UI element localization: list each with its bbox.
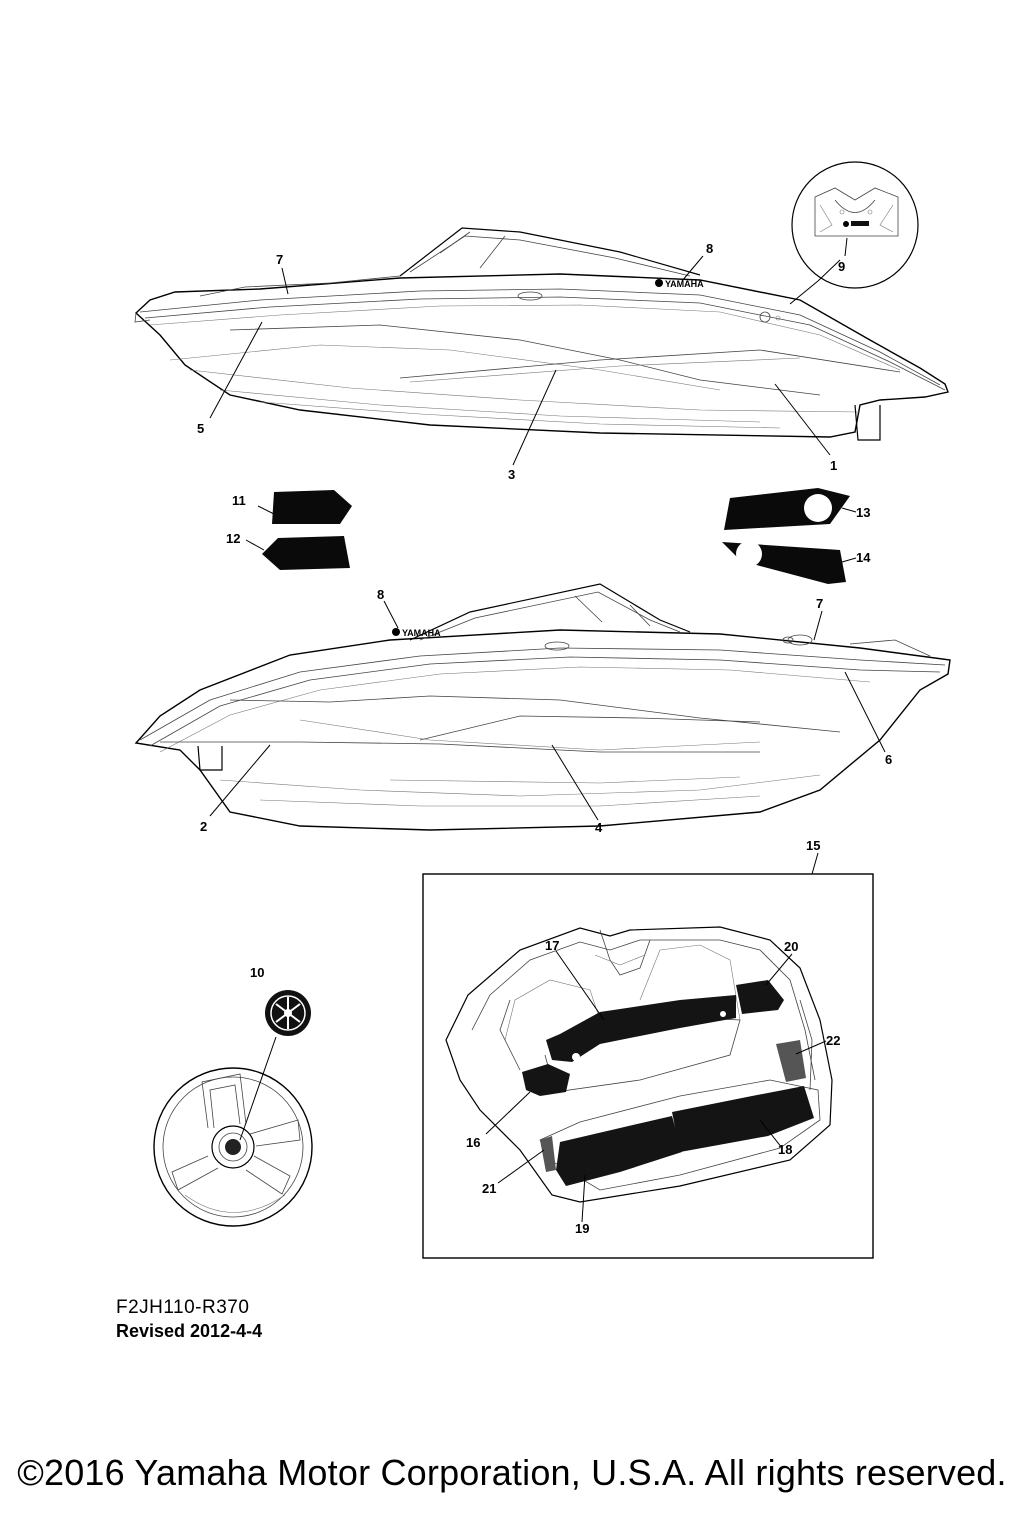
mat-17 bbox=[546, 995, 736, 1062]
interior-mat-inset bbox=[422, 852, 874, 1259]
leader-lines-upper bbox=[209, 237, 848, 466]
callout-11: 11 bbox=[232, 493, 246, 508]
callout-labels: 1 2 3 4 5 6 7 7 8 8 9 10 11 12 13 14 15 … bbox=[197, 241, 892, 1236]
copyright-notice: ©2016 Yamaha Motor Corporation, U.S.A. A… bbox=[17, 1452, 1007, 1493]
callout-14: 14 bbox=[856, 550, 871, 565]
yamaha-logo-text: YAMAHA bbox=[665, 279, 704, 289]
callout-20: 20 bbox=[784, 939, 798, 954]
yamaha-logo-text: YAMAHA bbox=[402, 628, 441, 638]
mat-18 bbox=[672, 1086, 814, 1152]
callout-3: 3 bbox=[508, 467, 515, 482]
callout-6: 6 bbox=[885, 752, 892, 767]
decal-set-11-14 bbox=[245, 488, 857, 584]
callout-15: 15 bbox=[806, 838, 820, 853]
drawing-code: F2JH110-R370 bbox=[116, 1297, 250, 1318]
helm-decal-inset bbox=[791, 161, 919, 289]
decal-11 bbox=[272, 490, 352, 524]
callout-5: 5 bbox=[197, 421, 204, 436]
callout-16: 16 bbox=[466, 1135, 480, 1150]
revision-date: Revised 2012-4-4 bbox=[116, 1321, 263, 1341]
callout-7-lower: 7 bbox=[816, 596, 823, 611]
callout-18: 18 bbox=[778, 1142, 792, 1157]
callout-1: 1 bbox=[830, 458, 837, 473]
yamaha-emblem bbox=[239, 990, 311, 1141]
callout-4: 4 bbox=[595, 820, 603, 835]
boat-port-view: YAMAHA bbox=[134, 583, 951, 831]
callout-9: 9 bbox=[838, 259, 845, 274]
leader-lines-lower bbox=[209, 600, 886, 821]
callout-7-upper: 7 bbox=[276, 252, 283, 267]
callout-8-upper: 8 bbox=[706, 241, 713, 256]
callout-12: 12 bbox=[226, 531, 240, 546]
steering-wheel bbox=[153, 1067, 313, 1227]
decal-12 bbox=[262, 536, 350, 570]
callout-17: 17 bbox=[545, 938, 559, 953]
boat-starboard-view: YAMAHA bbox=[134, 227, 949, 441]
mat-19 bbox=[556, 1116, 682, 1186]
callout-2: 2 bbox=[200, 819, 207, 834]
callout-10: 10 bbox=[250, 965, 264, 980]
callout-19: 19 bbox=[575, 1221, 589, 1236]
mat-16 bbox=[522, 1064, 570, 1096]
callout-22: 22 bbox=[826, 1033, 840, 1048]
callout-8-lower: 8 bbox=[377, 587, 384, 602]
mat-20 bbox=[736, 980, 784, 1014]
callout-21: 21 bbox=[482, 1181, 496, 1196]
callout-13: 13 bbox=[856, 505, 870, 520]
